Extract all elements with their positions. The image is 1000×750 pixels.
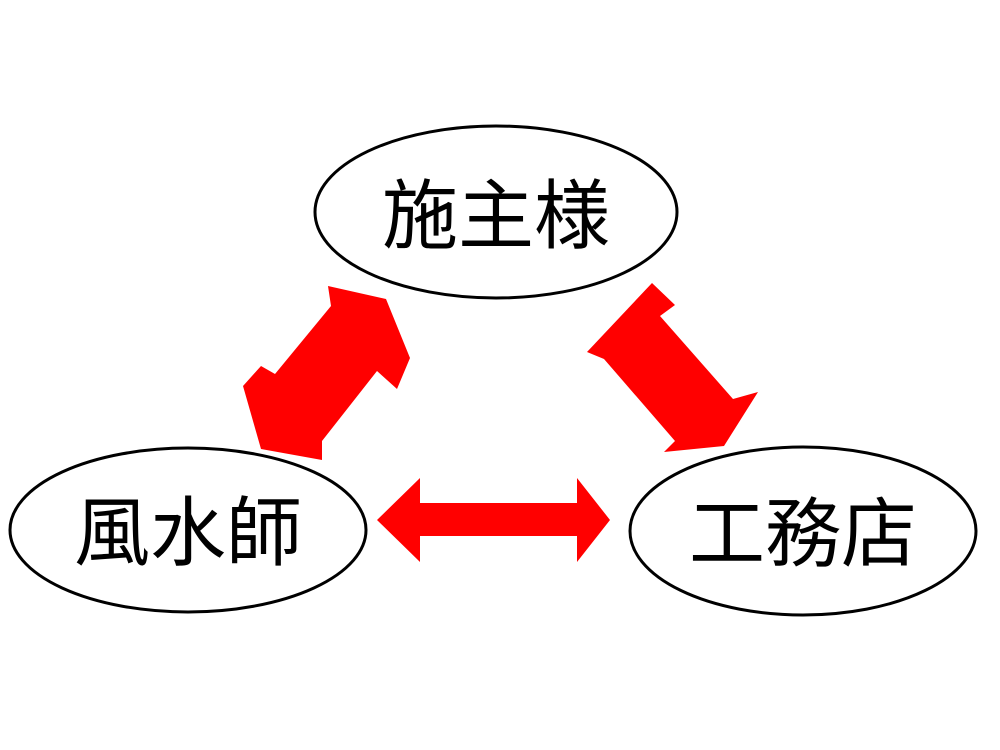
node-owner: 施主様 [313,124,679,300]
node-fengshui-master: 風水師 [8,446,368,614]
arrow-owner-fengshui [243,286,410,460]
arrow-owner-contractor [587,283,758,452]
node-owner-ellipse [313,124,679,300]
node-fengshui-master-ellipse [8,446,368,614]
node-contractor-label: 工務店 [689,490,917,579]
node-contractor-ellipse [628,445,978,617]
node-contractor: 工務店 [628,445,978,617]
node-owner-label: 施主様 [382,172,610,261]
node-fengshui-master-label: 風水師 [74,489,302,578]
arrow-fengshui-contractor [377,478,610,562]
